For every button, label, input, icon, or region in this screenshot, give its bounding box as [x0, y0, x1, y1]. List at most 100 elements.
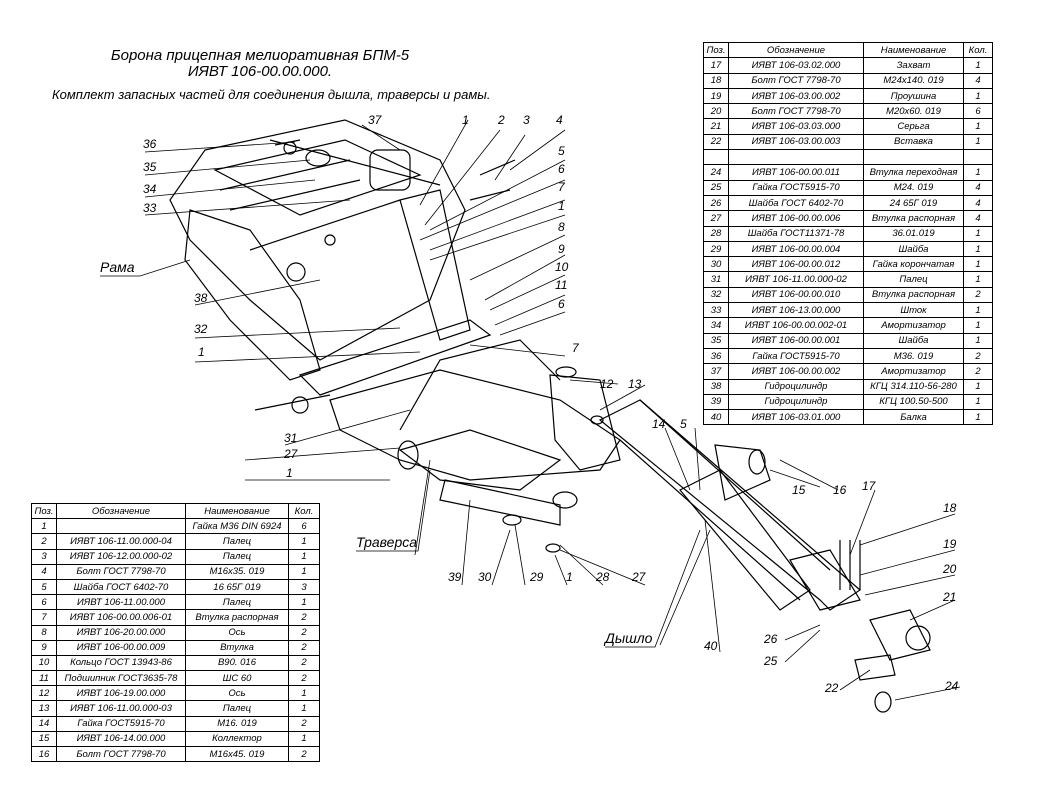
- cell-name: Гайка корончатая: [863, 256, 964, 273]
- callout-31: 31: [284, 431, 297, 445]
- cell-pos: 13: [31, 700, 57, 717]
- cell-pos: 32: [703, 286, 729, 304]
- cell-qty: 2: [288, 624, 320, 641]
- callout-1e: 1: [566, 570, 573, 584]
- cell-pos: 26: [703, 194, 729, 212]
- cell-designation: Шайба ГОСТ11371-78: [728, 225, 864, 242]
- callout-14: 14: [652, 417, 666, 431]
- cell-pos: 33: [703, 302, 729, 319]
- cell-qty: 1: [963, 378, 993, 395]
- cell-pos: 39: [703, 393, 729, 411]
- cell-name: 24 65Г 019: [863, 194, 964, 212]
- cell-qty: 2: [288, 715, 320, 732]
- cell-designation: ИЯВТ 106-14.00.000: [56, 730, 186, 748]
- col-pos-header: Поз.: [31, 502, 57, 520]
- cell-pos: 1: [31, 518, 57, 535]
- cell-name: Балка: [863, 409, 964, 426]
- frame-rails: [219, 159, 401, 251]
- cell-name: Шайба: [863, 240, 964, 258]
- cell-name: Шток: [863, 302, 964, 319]
- cell-designation: Болт ГОСТ 7798-70: [56, 745, 186, 763]
- cell-designation: ИЯВТ 106-03.00.003: [728, 133, 864, 151]
- cell-pos: 12: [31, 685, 57, 702]
- drawing-title: Борона прицепная мелиоративная БПМ-5: [110, 47, 410, 64]
- cell-designation: Шайба ГОСТ 6402-70: [728, 194, 864, 212]
- callout-37: 37: [368, 113, 383, 127]
- cell-pos: 22: [703, 133, 729, 151]
- cell-qty: 1: [288, 533, 320, 550]
- hitch-plate: [789, 549, 861, 611]
- drawing-subtitle: Комплект запасных частей для соединения …: [52, 87, 491, 102]
- cell-pos: 27: [703, 210, 729, 227]
- cell-name: 36.01.019: [863, 225, 964, 242]
- cell-designation: ИЯВТ 106-11.00.000-03: [56, 700, 186, 717]
- callout-7b: 7: [572, 341, 580, 355]
- callout-20: 20: [942, 562, 957, 576]
- callout-6b: 6: [558, 297, 565, 311]
- col-pos-header: Поз.: [703, 41, 729, 59]
- callout-27a: 27: [283, 447, 299, 461]
- callout-16: 16: [833, 483, 847, 497]
- cell-qty: 1: [288, 594, 320, 611]
- cell-designation: ИЯВТ 106-03.03.000: [728, 118, 864, 135]
- cell-designation: Шайба ГОСТ 6402-70: [56, 578, 186, 596]
- cell-qty: 1: [963, 164, 993, 181]
- cell-qty: 1: [963, 302, 993, 319]
- cell-designation: ИЯВТ 106-00.00.006: [728, 210, 864, 227]
- cell-designation: ИЯВТ 106-00.00.006-01: [56, 609, 186, 626]
- cell-qty: 1: [288, 685, 320, 702]
- cell-name: М24. 019: [863, 179, 964, 196]
- cell-pos: 30: [703, 256, 729, 273]
- cell-pos: 29: [703, 240, 729, 258]
- cell-qty: 6: [963, 103, 993, 120]
- cell-pos: 7: [31, 609, 57, 626]
- callout-15: 15: [792, 483, 806, 497]
- cell-designation: Гайка ГОСТ5915-70: [728, 179, 864, 196]
- cell-designation: ИЯВТ 106-20.00.000: [56, 624, 186, 641]
- cell-pos: 8: [31, 624, 57, 641]
- cell-qty: 3: [288, 578, 320, 596]
- cell-qty: 1: [963, 225, 993, 242]
- callout-11: 11: [555, 278, 567, 292]
- cell-name: Палец: [863, 271, 964, 288]
- cell-pos: 31: [703, 271, 729, 288]
- callout-29: 29: [529, 570, 544, 584]
- callout-1b: 1: [558, 199, 565, 213]
- cell-designation: Гидроцилиндр: [728, 393, 864, 411]
- cell-designation: ИЯВТ 106-11.00.000-02: [728, 271, 864, 288]
- callout-33: 33: [143, 201, 157, 215]
- cell-name: М20х60. 019: [863, 103, 964, 120]
- cell-pos: 19: [703, 87, 729, 105]
- cell-name: М24х140. 019: [863, 72, 964, 89]
- cell-designation: ИЯВТ 106-00.00.011: [728, 164, 864, 181]
- cell-name: Втулка переходная: [863, 164, 964, 181]
- cell-name: Вставка: [863, 133, 964, 151]
- cell-pos: 20: [703, 103, 729, 120]
- callout-19: 19: [943, 537, 957, 551]
- callout-26: 26: [763, 632, 778, 646]
- cell-qty: 1: [963, 409, 993, 426]
- callout-39: 39: [448, 570, 462, 584]
- cell-pos: 36: [703, 347, 729, 365]
- cell-name: Втулка распорная: [863, 210, 964, 227]
- cell-pos: 4: [31, 563, 57, 580]
- callout-28: 28: [595, 570, 610, 584]
- table-header-row: Поз. Обозначение Наименование Кол.: [703, 41, 993, 59]
- cell-pos: 9: [31, 639, 57, 656]
- cell-name: Палец: [185, 548, 289, 565]
- cell-designation: ИЯВТ 106-00.00.009: [56, 639, 186, 656]
- cell-designation: ИЯВТ 106-12.00.000-02: [56, 548, 186, 565]
- cell-designation: Подшипник ГОСТ3635-78: [56, 670, 186, 687]
- cell-designation: ИЯВТ 106-03.01.000: [728, 409, 864, 426]
